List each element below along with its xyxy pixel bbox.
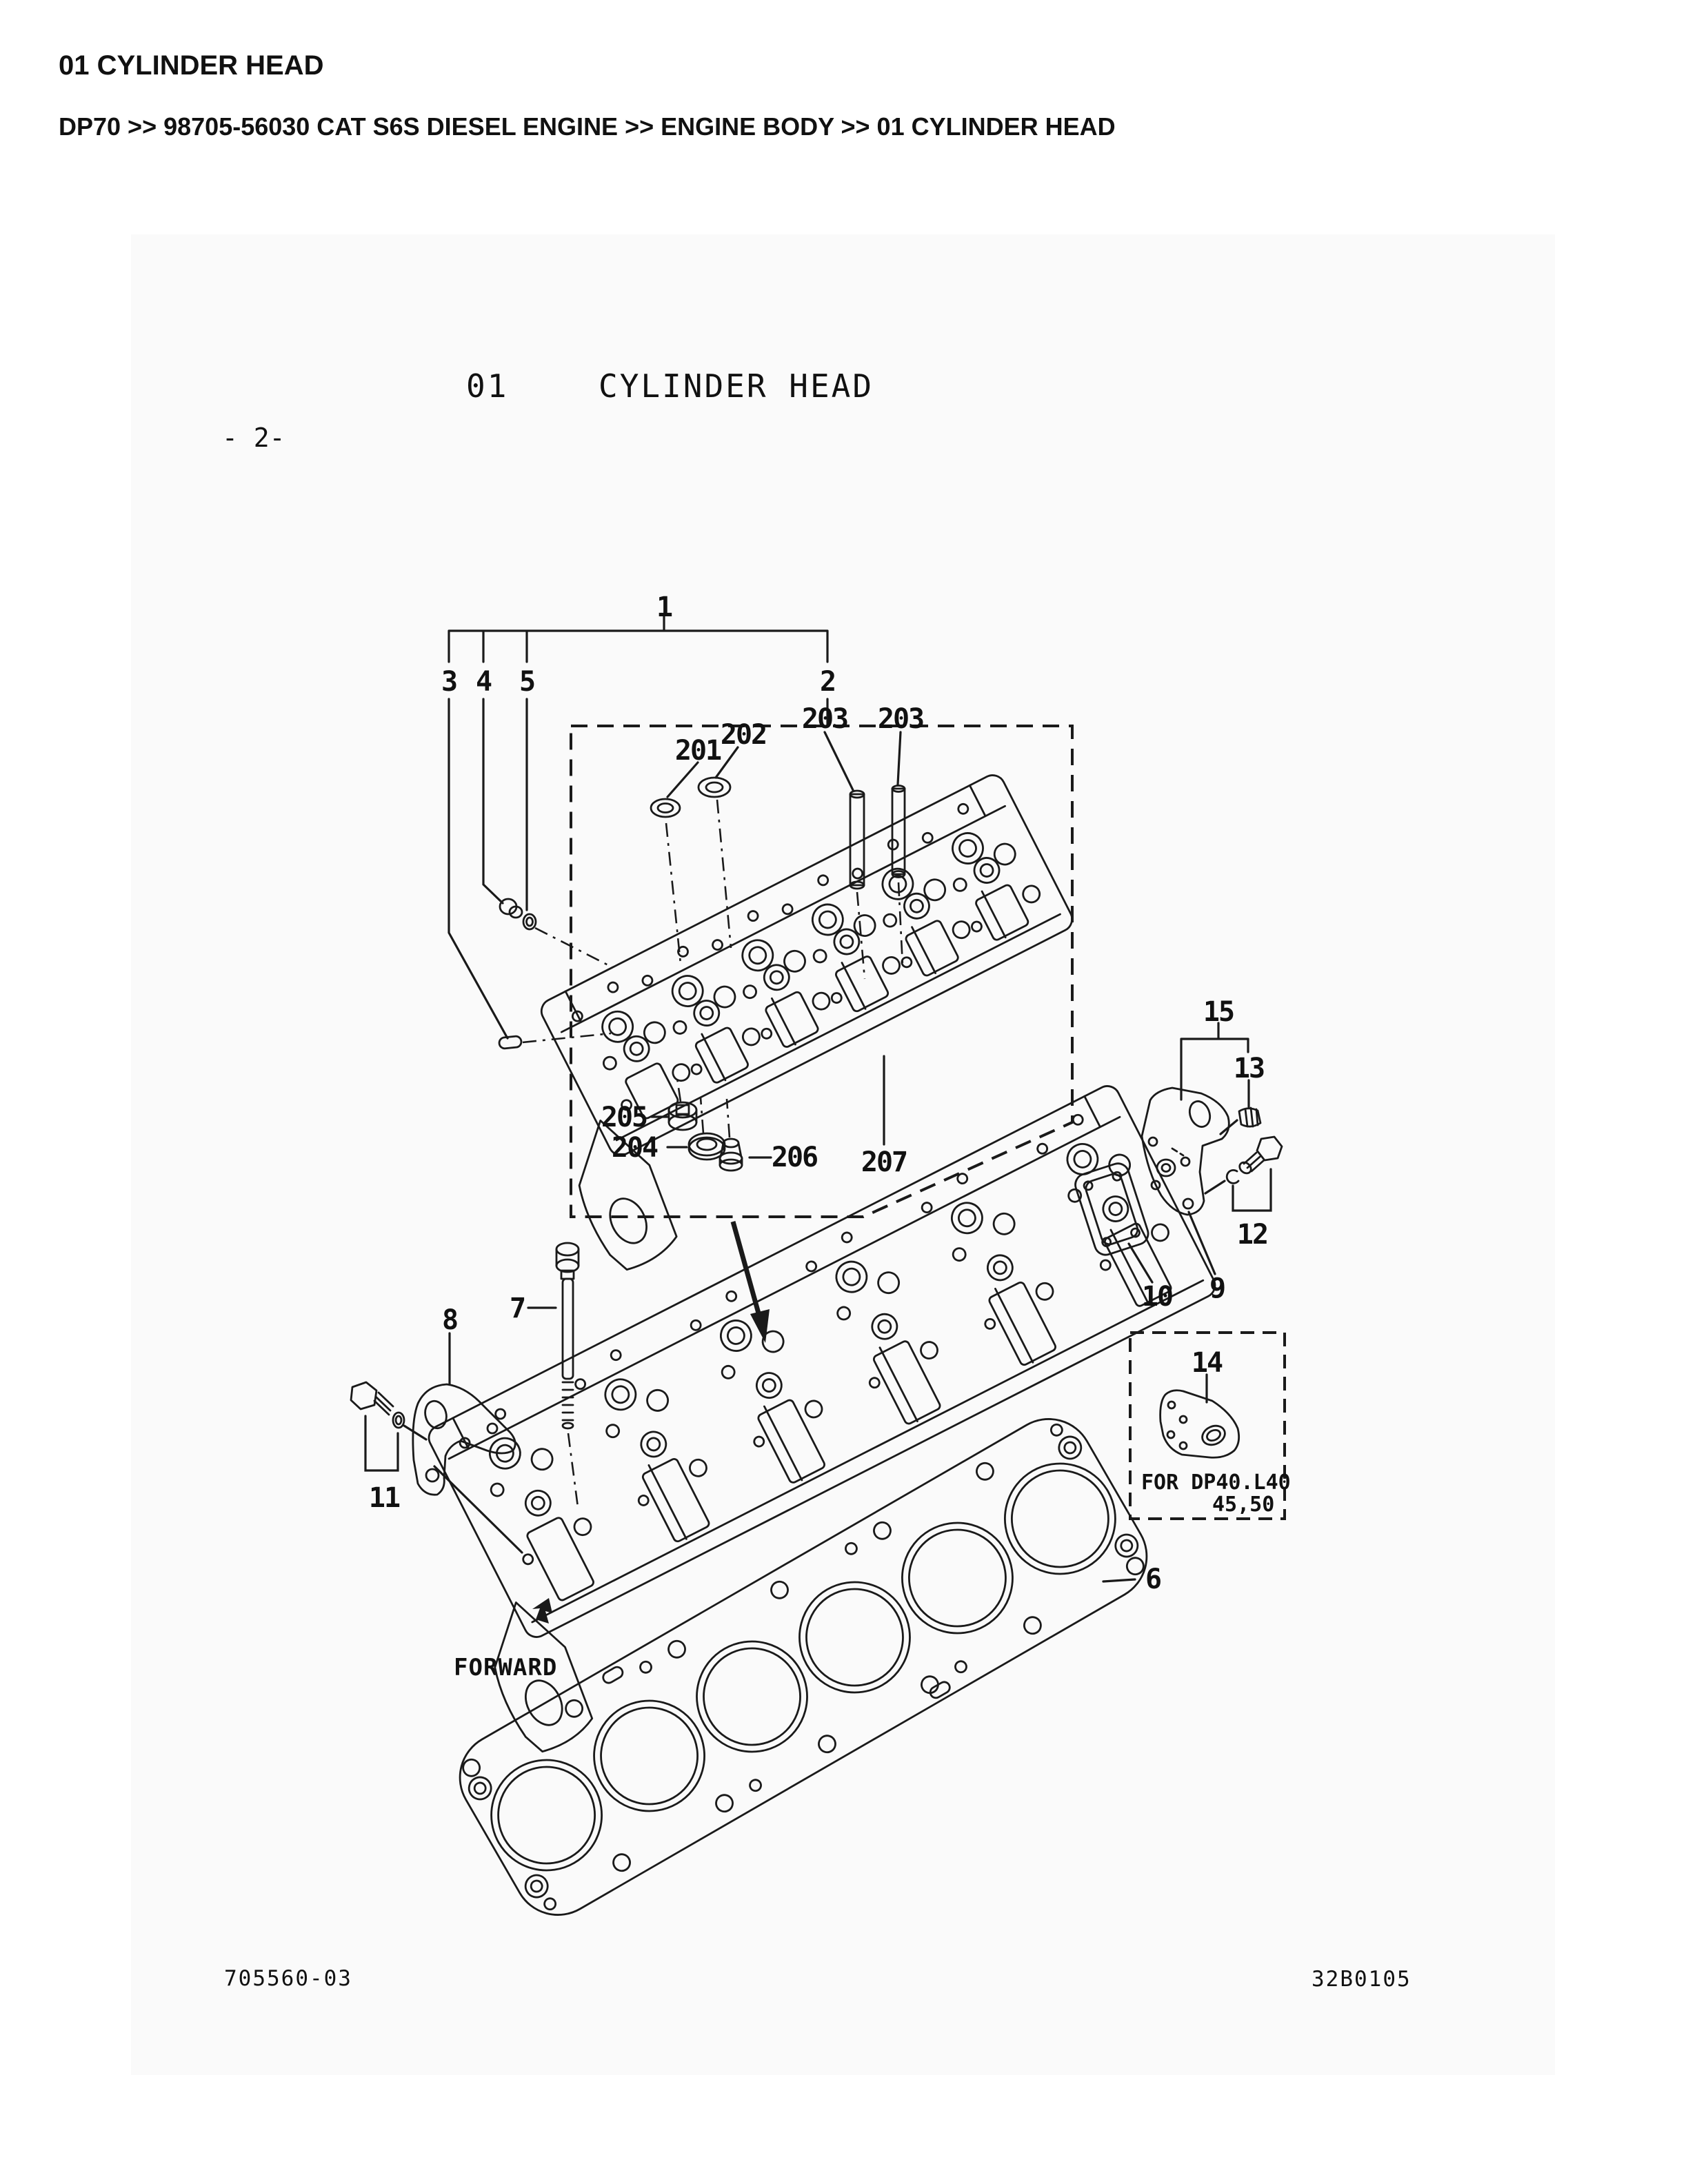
callout-3: 3: [441, 666, 456, 698]
callout-2: 2: [820, 666, 835, 698]
main-cylinder-head-art: [428, 1085, 1216, 1753]
forward-label: FORWARD: [454, 1654, 557, 1681]
small-parts: [350, 776, 1283, 1496]
callout-205: 205: [601, 1102, 647, 1133]
section-number: 01: [466, 367, 508, 405]
footer-doc-number: 705560-03: [224, 1966, 352, 1991]
upper-head-subassembly-art: [540, 774, 1074, 1271]
callout-11: 11: [369, 1482, 400, 1514]
section-title: CYLINDER HEAD: [599, 367, 874, 405]
callout-14: 14: [1192, 1347, 1223, 1379]
callout-206: 206: [772, 1142, 817, 1173]
callout-207: 207: [861, 1146, 907, 1178]
callout-203-17: 203: [878, 703, 923, 735]
center-lines: [522, 799, 904, 1508]
page-marker: - 2-: [222, 423, 285, 453]
callout-10: 10: [1142, 1281, 1172, 1313]
callout-12: 12: [1237, 1219, 1267, 1251]
callout-5: 5: [519, 666, 534, 698]
scan-sheet: [131, 234, 1555, 2075]
callout-15: 15: [1203, 996, 1234, 1028]
callout-6: 6: [1145, 1564, 1160, 1595]
subassembly-dashed-box: [570, 725, 1074, 1218]
callout-7: 7: [510, 1293, 525, 1324]
callout-13: 13: [1234, 1053, 1264, 1084]
page-title: 01 CYLINDER HEAD: [59, 50, 324, 81]
note-line1: FOR DP40.L40: [1141, 1470, 1291, 1495]
callout-203-16: 203: [802, 703, 847, 735]
callout-1: 1: [656, 592, 672, 623]
callout-8: 8: [442, 1304, 457, 1336]
callout-202: 202: [721, 719, 766, 751]
forward-arrow-icon: [532, 1598, 552, 1624]
head-gasket-art: [459, 1418, 1148, 1916]
callout-201: 201: [675, 735, 721, 767]
callout-204: 204: [612, 1132, 658, 1164]
breadcrumb: DP70 >> 98705-56030 CAT S6S DIESEL ENGIN…: [59, 112, 1116, 141]
note-line2: 45,50: [1212, 1493, 1274, 1517]
callout-9: 9: [1209, 1273, 1225, 1304]
engine-art: [428, 774, 1216, 1916]
note-dashed-box: [1129, 1331, 1286, 1520]
callout-4: 4: [476, 666, 492, 698]
footer-figure-code: 32B0105: [1312, 1967, 1411, 1992]
